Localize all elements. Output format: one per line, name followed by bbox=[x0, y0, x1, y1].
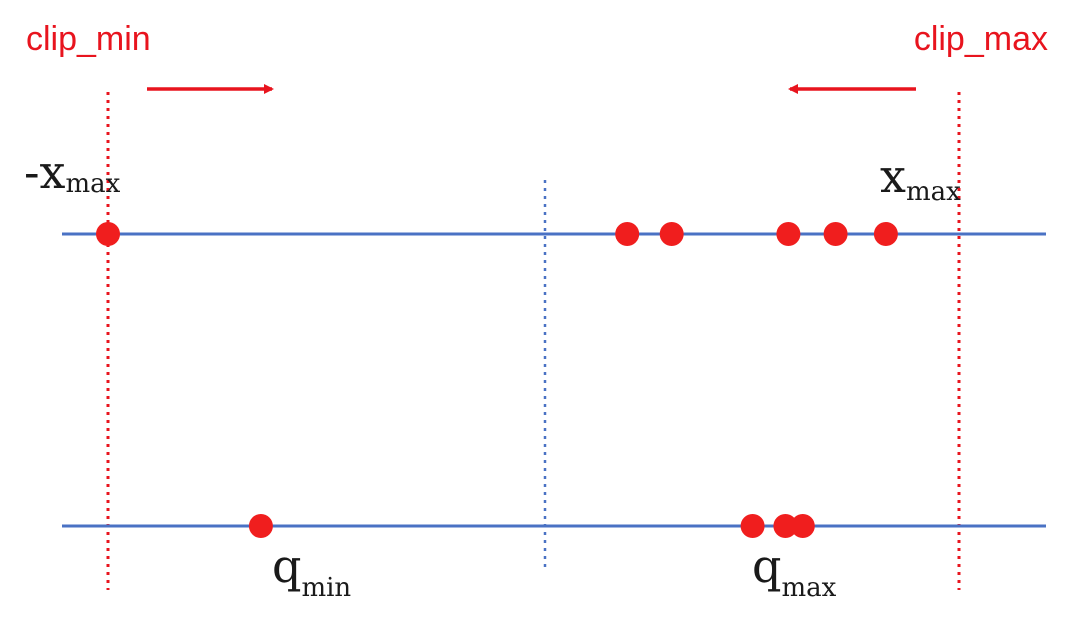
bottom-axis-point-4 bbox=[790, 514, 815, 538]
neg-x-max-label: -xmax bbox=[24, 145, 121, 199]
top-axis-point-3 bbox=[659, 222, 684, 246]
clip-max-label: clip_max bbox=[914, 20, 1048, 58]
clip-min-label: clip_min bbox=[26, 20, 151, 58]
q-max-label: qmax bbox=[752, 539, 837, 603]
q-min-base: q bbox=[272, 539, 301, 593]
bottom-axis-points bbox=[248, 514, 815, 538]
top-axis-point-1 bbox=[96, 222, 120, 246]
neg-x-max-subscript: max bbox=[66, 169, 121, 199]
top-axis-point-5 bbox=[823, 222, 848, 246]
neg-x-max-base: -x bbox=[24, 145, 66, 199]
top-axis-point-6 bbox=[873, 222, 898, 246]
q-min-label: qmin bbox=[272, 539, 351, 603]
top-axis-point-2 bbox=[615, 222, 640, 246]
bottom-axis-point-2 bbox=[740, 514, 765, 538]
x-max-label: xmax bbox=[880, 149, 961, 207]
q-max-base: q bbox=[752, 539, 781, 593]
top-axis-points bbox=[96, 222, 898, 246]
x-max-base: x bbox=[880, 149, 906, 203]
top-axis-point-4 bbox=[776, 222, 801, 246]
x-max-subscript: max bbox=[906, 177, 961, 207]
bottom-axis-point-1 bbox=[248, 514, 273, 538]
bottom-axis-point-3 bbox=[773, 514, 798, 538]
q-min-subscript: min bbox=[301, 573, 351, 603]
q-max-subscript: max bbox=[781, 573, 836, 603]
